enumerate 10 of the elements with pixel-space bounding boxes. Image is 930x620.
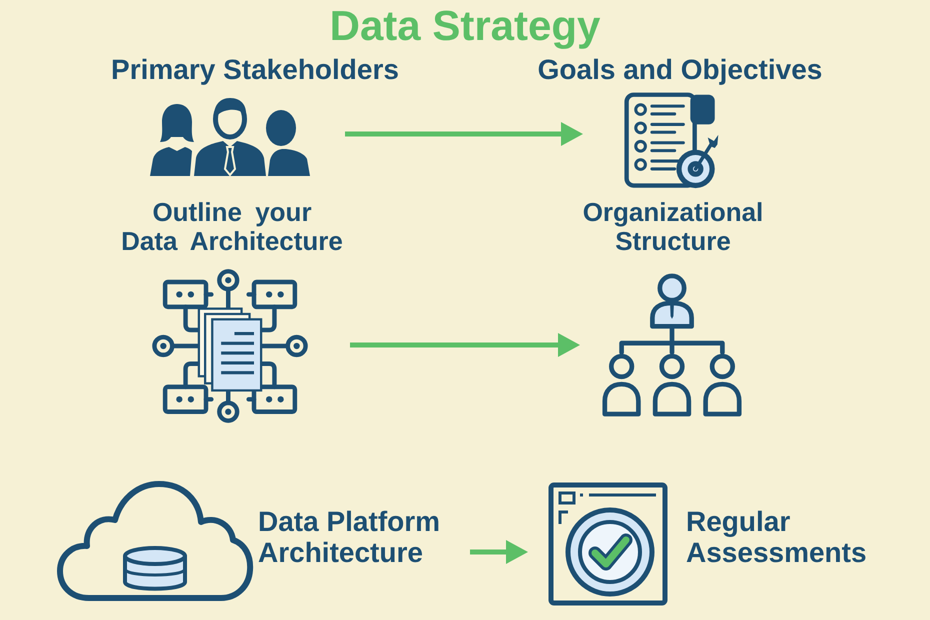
step-heading: Primary Stakeholders bbox=[111, 54, 399, 85]
arrow bbox=[345, 122, 583, 146]
step-heading: Goals and Objectives bbox=[538, 54, 822, 85]
step-heading: Data Platform Architecture bbox=[258, 506, 442, 568]
step-heading: Organizational Structure bbox=[582, 198, 764, 256]
step-heading: Outline your Data Architecture bbox=[120, 198, 344, 256]
step-heading: Regular Assessments bbox=[686, 506, 868, 568]
arrow bbox=[350, 333, 580, 357]
title: Data Strategy bbox=[330, 2, 600, 50]
arrow bbox=[470, 540, 528, 564]
